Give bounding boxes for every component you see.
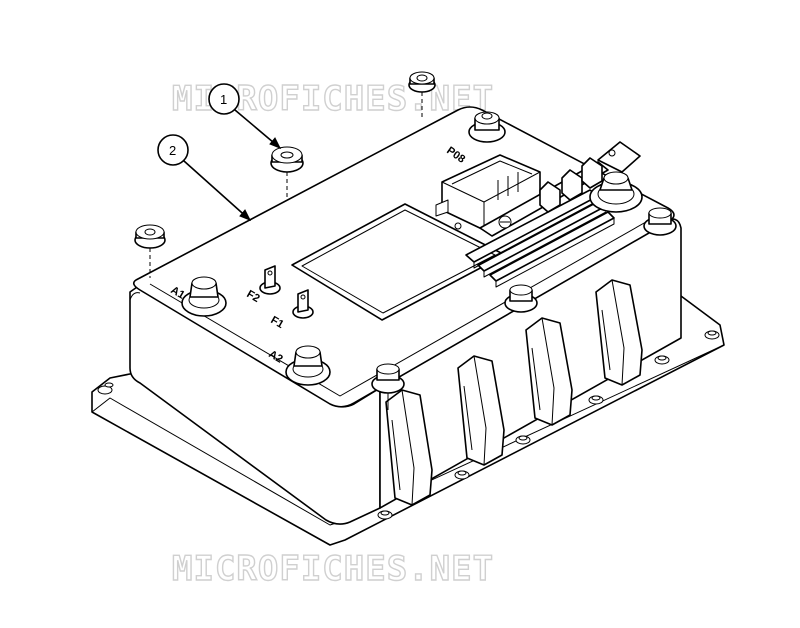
- cooling-fins: [385, 279, 643, 506]
- terminal-label-f1: F1: [269, 314, 286, 331]
- callout-1: 1: [208, 83, 282, 149]
- terminal-label-f2: F2: [245, 288, 262, 305]
- loose-nut-top: [408, 71, 436, 120]
- terminal-f2: F2: [245, 265, 281, 305]
- terminal-a2: A2: [267, 345, 331, 386]
- terminal-a1: A1: [169, 276, 227, 317]
- watermark-bottom: MICROFICHES.NET: [172, 549, 494, 589]
- nut-part-1: [270, 146, 304, 200]
- terminal-f1: F1: [269, 289, 314, 331]
- heat-sink-bars: [465, 189, 615, 288]
- b-plus-terminal: [589, 171, 643, 213]
- corner-bolt-front: [371, 363, 405, 410]
- corner-bolt-rear: [468, 111, 506, 143]
- corner-bolt-right: [643, 207, 677, 236]
- bus-bar-assembly: [479, 141, 641, 237]
- callout-1-label: 1: [220, 92, 227, 107]
- callout-2-label: 2: [169, 143, 176, 158]
- loose-nut-left: [134, 224, 166, 278]
- callout-2: 2: [157, 134, 252, 221]
- corner-bolt-middle: [504, 284, 538, 313]
